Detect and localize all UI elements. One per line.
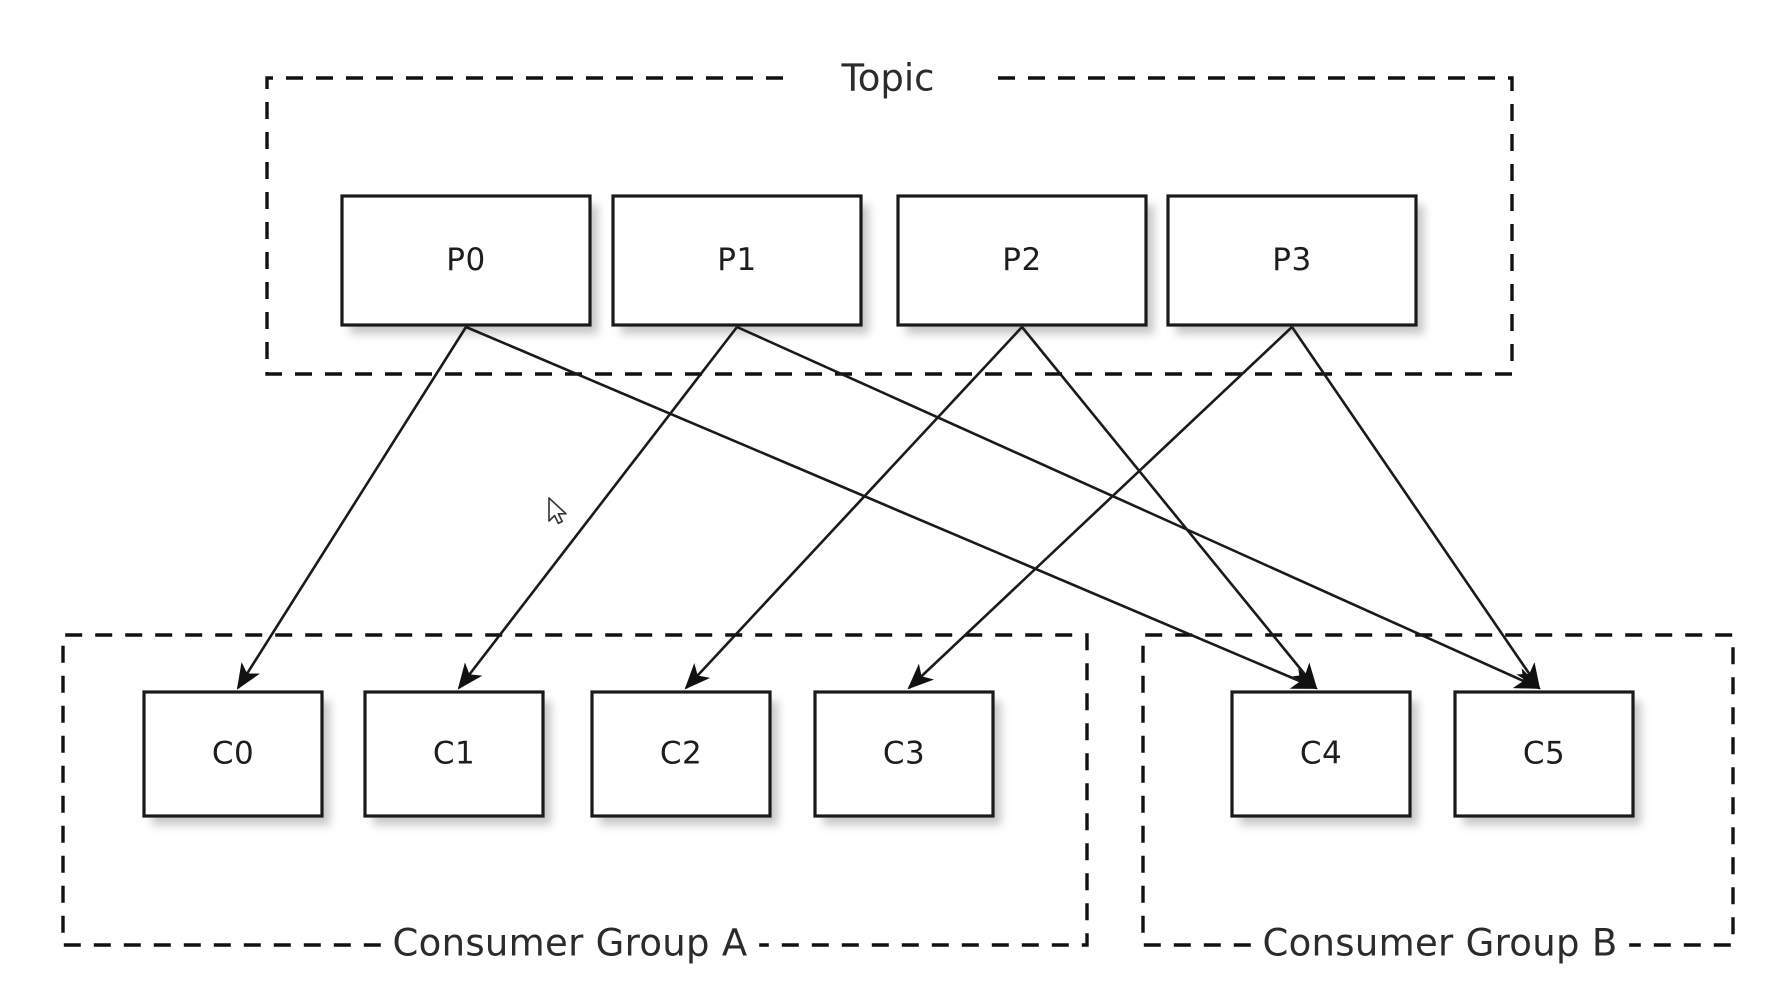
node-box-layer — [142, 194, 1635, 818]
partition-label: P1 — [717, 242, 756, 278]
consumer-label: C0 — [212, 736, 254, 772]
consumer-box[interactable] — [363, 690, 545, 818]
consumer-box[interactable] — [1230, 690, 1412, 818]
consumer-group-frame-group-a — [61, 633, 1089, 947]
assignment-link-p1-to-c1 — [457, 326, 739, 690]
assignment-link-p2-to-c2 — [684, 326, 1023, 690]
assignment-link-p0-to-c4 — [465, 325, 1318, 690]
partition-label: P2 — [1002, 242, 1041, 278]
consumer-label: C5 — [1523, 736, 1565, 772]
assignment-link-p3-to-c3 — [907, 326, 1293, 690]
assignment-link-layer — [236, 325, 1541, 690]
partition-p3[interactable] — [1166, 194, 1418, 327]
consumer-label: C2 — [660, 736, 702, 772]
consumer-group-title-group-a: Consumer Group A — [393, 922, 748, 965]
partition-box[interactable] — [896, 194, 1148, 327]
consumer-group-title-group-b: Consumer Group B — [1262, 922, 1617, 965]
consumer-box[interactable] — [590, 690, 772, 818]
consumer-group-frame-group-b — [1141, 633, 1735, 947]
consumer-c1[interactable] — [363, 690, 545, 818]
consumer-label: C4 — [1300, 736, 1342, 772]
topic-frame — [265, 76, 1514, 376]
consumer-c5[interactable] — [1453, 690, 1635, 818]
consumer-c3[interactable] — [813, 690, 995, 818]
consumer-label: C1 — [433, 736, 475, 772]
consumer-box[interactable] — [142, 690, 324, 818]
consumer-c4[interactable] — [1230, 690, 1412, 818]
consumer-label: C3 — [883, 736, 925, 772]
consumer-box[interactable] — [813, 690, 995, 818]
consumer-c2[interactable] — [590, 690, 772, 818]
assignment-link-p3-to-c5 — [1290, 326, 1541, 690]
partition-box[interactable] — [340, 194, 592, 327]
partition-p1[interactable] — [611, 194, 863, 327]
assignment-link-p2-to-c4 — [1020, 326, 1318, 690]
consumer-c0[interactable] — [142, 690, 324, 818]
assignment-link-p1-to-c5 — [736, 325, 1541, 690]
partition-p2[interactable] — [896, 194, 1148, 327]
partition-box[interactable] — [611, 194, 863, 327]
assignment-link-p0-to-c0 — [236, 326, 468, 690]
mouse-cursor-icon — [548, 497, 567, 525]
mouse-cursor-layer — [548, 497, 567, 525]
frame-layer — [61, 76, 1735, 947]
partition-box[interactable] — [1166, 194, 1418, 327]
consumer-box[interactable] — [1453, 690, 1635, 818]
partition-label: P3 — [1272, 242, 1311, 278]
topic-title: Topic — [840, 57, 934, 100]
partition-label: P0 — [446, 242, 485, 278]
partition-p0[interactable] — [340, 194, 592, 327]
